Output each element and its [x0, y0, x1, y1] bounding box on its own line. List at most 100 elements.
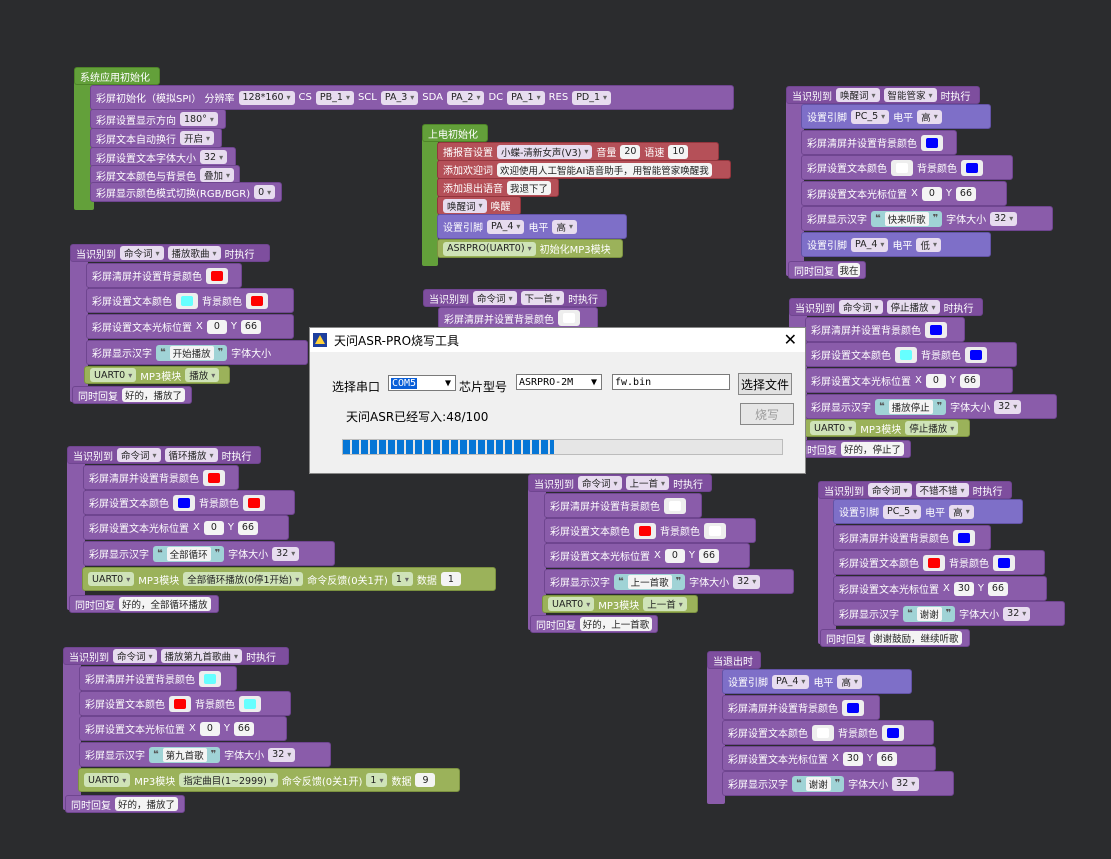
- text-color-block[interactable]: 彩屏设置文本颜色背景颜色: [833, 550, 1045, 575]
- chip-select[interactable]: ASRPRO-2M▼: [516, 374, 602, 390]
- dialog-titlebar[interactable]: 天问ASR-PRO烧写工具 ✕: [310, 328, 805, 352]
- dropdown[interactable]: 唤醒词: [443, 198, 487, 213]
- clear-block[interactable]: 彩屏清屏并设置背景颜色: [833, 525, 991, 550]
- dropdown[interactable]: 智能管家: [883, 88, 937, 102]
- dropdown[interactable]: 命令词: [839, 300, 883, 314]
- dropdown[interactable]: PC_5: [851, 109, 890, 124]
- color-swatch[interactable]: [891, 159, 913, 176]
- dropdown[interactable]: 上一首: [643, 597, 687, 611]
- dropdown[interactable]: 1: [391, 572, 413, 586]
- command-hat[interactable]: 当识别到命令词播放第九首歌曲时执行: [63, 647, 289, 665]
- dropdown[interactable]: 32: [268, 747, 296, 762]
- number-input[interactable]: 1: [440, 572, 461, 586]
- clear-block[interactable]: 彩屏清屏并设置背景颜色: [83, 465, 239, 490]
- system-init-hat[interactable]: 系统应用初始化: [74, 67, 160, 85]
- mp3-init-block[interactable]: ASRPRO(UART0)初始化MP3模块: [437, 239, 623, 258]
- overlay-block[interactable]: 彩屏文本颜色与背景色叠加: [90, 165, 240, 185]
- color-swatch[interactable]: [921, 134, 943, 151]
- dropdown[interactable]: PA_1: [507, 90, 545, 105]
- close-icon[interactable]: ✕: [783, 330, 797, 349]
- clear-block[interactable]: 彩屏清屏并设置背景颜色: [722, 695, 880, 720]
- reply-block[interactable]: 同时回复好的，上一首歌: [530, 615, 658, 633]
- number-input[interactable]: 0: [199, 721, 220, 736]
- dropdown[interactable]: 32: [892, 776, 920, 791]
- number-input[interactable]: 66: [987, 581, 1008, 596]
- color-swatch[interactable]: [176, 292, 198, 309]
- dropdown[interactable]: PA_4: [772, 674, 810, 689]
- number-input[interactable]: 30: [953, 581, 974, 596]
- file-path-input[interactable]: fw.bin: [612, 374, 730, 390]
- power-init-hat[interactable]: 上电初始化: [422, 124, 488, 142]
- dropdown[interactable]: PA_2: [447, 90, 485, 105]
- number-input[interactable]: 66: [237, 520, 258, 535]
- color-swatch[interactable]: [203, 469, 225, 486]
- show-text-block[interactable]: 彩屏显示汉字❝开始播放❞字体大小: [86, 340, 308, 365]
- dropdown[interactable]: PC_5: [883, 504, 922, 519]
- text-color-block[interactable]: 彩屏设置文本颜色背景颜色: [544, 518, 756, 543]
- color-swatch[interactable]: [961, 159, 983, 176]
- exit-hat[interactable]: 当退出时: [707, 651, 761, 669]
- dropdown[interactable]: 不错不错: [915, 483, 969, 497]
- choose-file-button[interactable]: 选择文件: [738, 373, 792, 395]
- wake-word-block[interactable]: 唤醒词唤醒: [437, 196, 521, 215]
- port-select[interactable]: COM5▼: [388, 375, 456, 391]
- dropdown[interactable]: 高: [917, 109, 942, 124]
- exit-voice-block[interactable]: 添加退出语音我退下了: [437, 178, 559, 197]
- clear-block[interactable]: 彩屏清屏并设置背景颜色: [438, 307, 598, 329]
- text-input[interactable]: 欢迎使用人工智能AI语音助手，用智能管家唤醒我: [497, 162, 712, 177]
- dropdown[interactable]: PB_1: [315, 90, 354, 105]
- dropdown[interactable]: 32: [200, 150, 228, 164]
- dropdown[interactable]: 唤醒词: [836, 88, 880, 102]
- text-input[interactable]: 我在: [838, 263, 860, 277]
- mp3-block[interactable]: UART0MP3模块停止播放: [804, 419, 970, 437]
- text-input[interactable]: 好的，播放了: [122, 388, 186, 402]
- dropdown[interactable]: 命令词: [578, 476, 622, 490]
- reply-block[interactable]: 同时回复谢谢鼓励，继续听歌: [820, 629, 970, 647]
- color-swatch[interactable]: [206, 267, 228, 284]
- dropdown[interactable]: 循环播放: [164, 448, 218, 462]
- color-swatch[interactable]: [965, 346, 987, 363]
- text-literal[interactable]: ❝快来听歌❞: [871, 210, 943, 227]
- burn-button[interactable]: 烧写: [740, 403, 794, 425]
- dropdown[interactable]: 命令词: [113, 649, 157, 663]
- dropdown[interactable]: 32: [1003, 606, 1031, 621]
- command-hat[interactable]: 当识别到命令词不错不错时执行: [818, 481, 1012, 499]
- dropdown[interactable]: 32: [272, 546, 300, 561]
- text-literal[interactable]: ❝开始播放❞: [156, 344, 228, 361]
- dropdown[interactable]: UART0: [810, 421, 857, 435]
- clear-block[interactable]: 彩屏清屏并设置背景颜色: [544, 493, 702, 518]
- dropdown[interactable]: PA_4: [851, 237, 889, 252]
- text-input[interactable]: 谢谢鼓励，继续听歌: [870, 631, 962, 645]
- number-input[interactable]: 9: [415, 773, 436, 787]
- color-swatch[interactable]: [882, 724, 904, 741]
- text-literal[interactable]: ❝全部循环❞: [153, 545, 225, 562]
- text-input[interactable]: 我退下了: [507, 180, 552, 195]
- reply-block[interactable]: 同时回复好的，全部循环播放: [69, 595, 219, 613]
- burn-tool-dialog[interactable]: 天问ASR-PRO烧写工具 ✕ 选择串口 COM5▼ 芯片型号 ASRPRO-2…: [309, 327, 806, 474]
- reply-block[interactable]: 同时回复我在: [788, 261, 866, 279]
- dropdown[interactable]: 低: [916, 237, 941, 252]
- color-swatch[interactable]: [239, 695, 261, 712]
- color-swatch[interactable]: [923, 554, 945, 571]
- reply-block[interactable]: 同时回复好的，停止了: [791, 440, 911, 458]
- reply-block[interactable]: 同时回复好的，播放了: [65, 795, 185, 813]
- number-input[interactable]: 0: [206, 319, 227, 334]
- dropdown[interactable]: 1: [366, 773, 388, 787]
- dropdown[interactable]: 小蝶-清新女声(V3): [497, 144, 593, 159]
